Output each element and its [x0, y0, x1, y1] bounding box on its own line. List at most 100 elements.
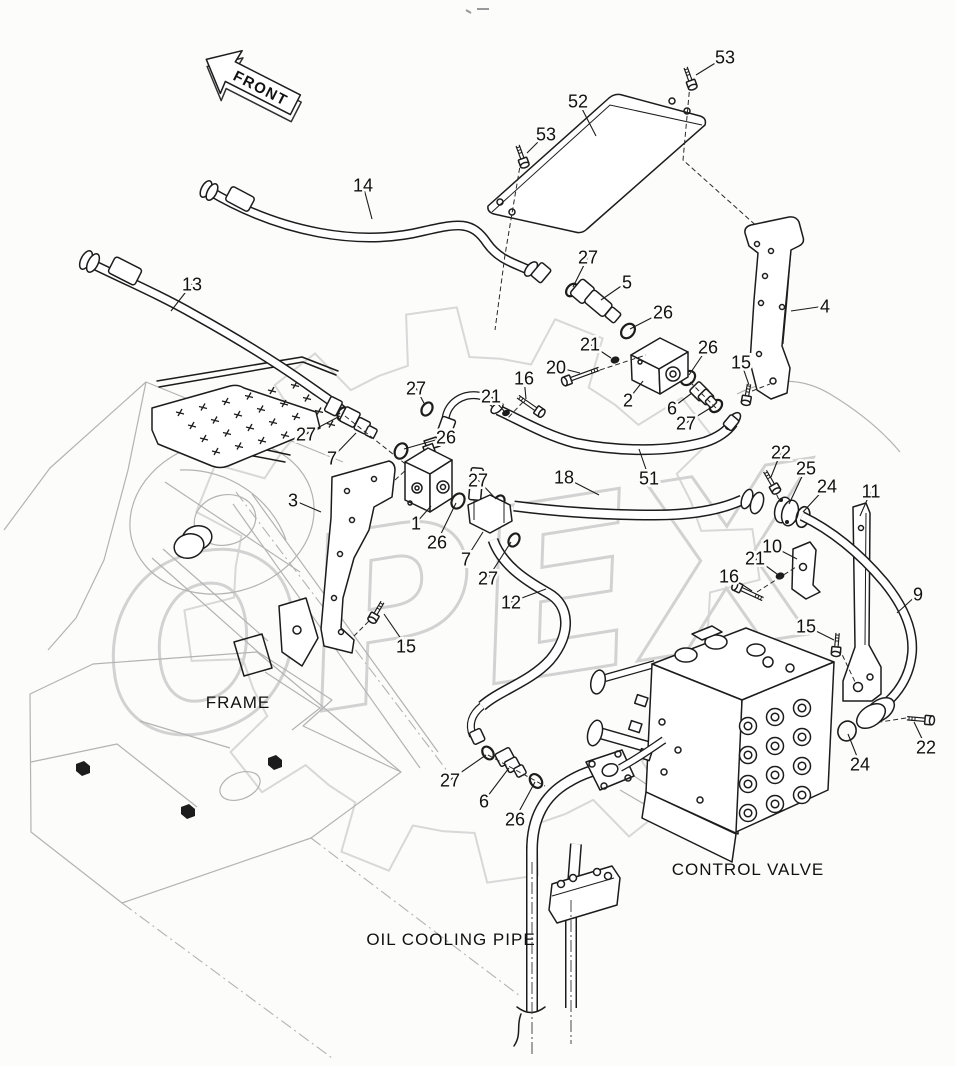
part-callout-51: 51	[636, 448, 662, 491]
bracket-11	[838, 502, 882, 702]
part-callout-26: 26	[688, 335, 721, 376]
part-callout-label: 52	[568, 91, 588, 111]
part-callout-label: 24	[817, 476, 837, 496]
part-callout-11: 11	[859, 479, 883, 517]
bolts	[367, 66, 936, 726]
part-callout-label: 27	[578, 247, 598, 267]
part-callout-label: 27	[676, 413, 696, 433]
part-callout-2: 2	[620, 380, 644, 413]
part-callout-1: 1	[408, 505, 432, 536]
hose-51	[495, 369, 742, 456]
part-callout-7: 7	[458, 531, 484, 572]
control-valve-ports	[738, 698, 812, 823]
part-callout-label: 53	[536, 124, 556, 144]
bolt-icon	[763, 469, 782, 495]
part-callout-label: 24	[850, 754, 870, 774]
part-callout-12: 12	[498, 588, 547, 615]
part-callout-label: 26	[653, 302, 673, 322]
part-callout-27: 27	[572, 245, 601, 288]
part-callout-5: 5	[600, 270, 635, 301]
part-callout-25: 25	[788, 456, 819, 505]
bolt-icon	[367, 600, 385, 624]
part-callout-10: 10	[759, 534, 798, 560]
bracket-3	[320, 460, 409, 654]
part-callout-label: 16	[514, 368, 534, 388]
part-callout-15: 15	[793, 614, 835, 641]
part-callout-26: 26	[502, 781, 536, 832]
bolt-icon	[740, 383, 752, 407]
bolt-icon	[731, 581, 764, 602]
part-callout-label: 14	[353, 175, 373, 195]
part-callout-15: 15	[728, 350, 754, 386]
part-callout-9: 9	[896, 582, 926, 614]
part-callout-label: 27	[296, 424, 316, 444]
bolt-icon	[906, 714, 936, 726]
part-callout-26: 26	[403, 425, 459, 450]
part-callout-label: 9	[913, 584, 923, 604]
part-callout-label: 51	[639, 468, 659, 488]
part-callout-label: 22	[771, 442, 791, 462]
part-callout-label: 21	[580, 334, 600, 354]
valve-block-2	[599, 337, 689, 395]
part-callout-24: 24	[802, 474, 840, 513]
part-callout-7: 7	[324, 432, 357, 471]
pipe-13	[78, 250, 347, 417]
part-callout-label: 13	[182, 274, 202, 294]
part-callout-14: 14	[350, 173, 376, 220]
bolt-icon	[515, 144, 530, 169]
part-callout-27: 27	[673, 406, 713, 436]
pipe-14	[199, 180, 552, 284]
part-callout-label: 1	[411, 513, 421, 533]
bolt-icon	[683, 66, 698, 91]
fitting-5-chain	[564, 278, 636, 340]
part-callout-label: 27	[468, 470, 488, 490]
part-callout-label: 27	[406, 378, 426, 398]
bolt-icon	[830, 632, 842, 658]
tread-cleats	[175, 381, 336, 456]
part-callout-label: 20	[546, 357, 566, 377]
part-callout-label: 26	[505, 809, 525, 829]
part-callout-26: 26	[424, 502, 457, 555]
part-callout-53: 53	[526, 122, 559, 154]
part-callout-21: 21	[742, 546, 778, 575]
part-callout-label: 15	[731, 352, 751, 372]
part-callout-label: 5	[622, 272, 632, 292]
part-callout-label: 6	[667, 398, 677, 418]
tee-fitting-7	[467, 494, 521, 548]
print-artifact	[465, 8, 489, 14]
part-callout-26: 26	[629, 300, 676, 330]
part-callout-18: 18	[551, 465, 600, 496]
part-callout-label: 21	[481, 386, 501, 406]
part-callout-label: 15	[796, 616, 816, 636]
control-valve	[586, 625, 835, 863]
part-callout-label: 26	[436, 427, 456, 447]
bolt-icon	[516, 394, 546, 419]
part-callout-label: 22	[916, 737, 936, 757]
elbow-fitting-center	[420, 391, 524, 502]
part-callout-21: 21	[577, 332, 612, 359]
part-callout-52: 52	[565, 89, 597, 137]
part-callout-27: 27	[465, 468, 497, 500]
frame-black-details	[76, 356, 339, 819]
part-callout-6: 6	[664, 392, 693, 421]
part-callout-16: 16	[716, 564, 753, 592]
part-callout-53: 53	[695, 45, 738, 76]
part-callout-22: 22	[768, 440, 794, 478]
part-callout-27: 27	[437, 754, 487, 793]
part-callout-label: 12	[501, 592, 521, 612]
part-callout-27: 27	[293, 415, 341, 447]
part-callout-label: 11	[862, 481, 881, 501]
bracket-4	[744, 216, 805, 400]
part-callout-label: 15	[396, 636, 416, 656]
part-callout-27: 27	[403, 376, 429, 406]
bolt-icon	[560, 366, 600, 387]
part-callout-13: 13	[170, 272, 205, 312]
tread-plate	[151, 381, 336, 469]
cover-plate-52	[487, 83, 771, 331]
part-callout-label: 18	[554, 467, 574, 487]
oil-cooling-pipe-label: OIL COOLING PIPE	[366, 930, 535, 949]
part-callout-label: 21	[745, 548, 765, 568]
part-callout-22: 22	[913, 721, 939, 760]
